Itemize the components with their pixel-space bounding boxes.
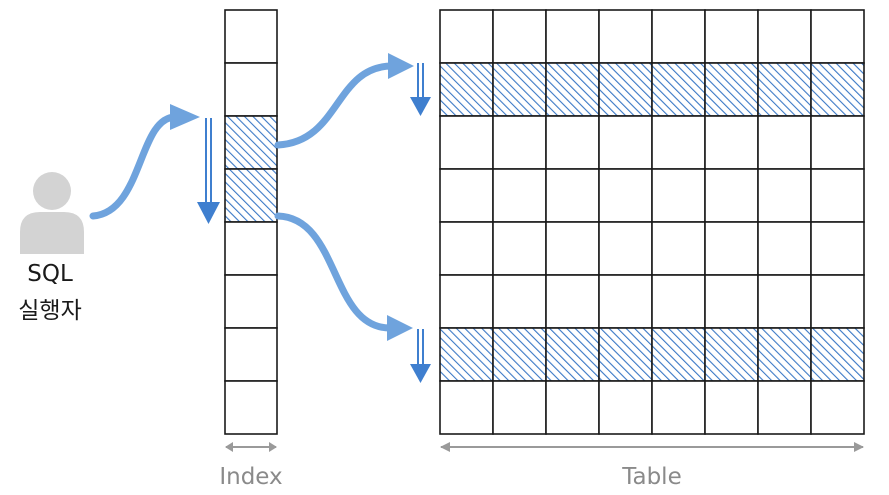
table-cell [439, 274, 494, 329]
table-cell [810, 221, 865, 276]
index-cell [224, 221, 278, 276]
index-cell [224, 380, 278, 435]
table-cell [439, 168, 494, 223]
person-icon [20, 172, 84, 254]
table-cell [545, 9, 600, 64]
index-to-table-arrow-top [274, 53, 414, 149]
table-cell [651, 115, 706, 170]
table-cell [492, 9, 547, 64]
table-cell [810, 274, 865, 329]
table-cell [598, 274, 653, 329]
table-cell-highlighted [545, 62, 600, 117]
index-cell-highlighted [224, 168, 278, 223]
table-cell [545, 274, 600, 329]
table-cell [598, 221, 653, 276]
table-cell [757, 168, 812, 223]
table-cell [492, 380, 547, 435]
table-cell [757, 274, 812, 329]
table-cell [439, 115, 494, 170]
table-cell-highlighted [598, 62, 653, 117]
table-cell-highlighted [598, 327, 653, 382]
table-cell [439, 380, 494, 435]
table-cell [757, 9, 812, 64]
index-scan-arrow [197, 118, 220, 224]
table-cell [492, 274, 547, 329]
table-cell [704, 9, 759, 64]
index-cell [224, 327, 278, 382]
table-cell-highlighted [651, 327, 706, 382]
index-cell-highlighted [224, 115, 278, 170]
table-cell [704, 168, 759, 223]
table-cell [598, 168, 653, 223]
table-cell [704, 274, 759, 329]
table-cell-highlighted [651, 62, 706, 117]
table-cell [598, 115, 653, 170]
table-cell-highlighted [492, 327, 547, 382]
table-cell [545, 221, 600, 276]
index-cell [224, 9, 278, 64]
table-cell-highlighted [757, 62, 812, 117]
table-cell [439, 9, 494, 64]
table-cell [651, 380, 706, 435]
table-cell-highlighted [757, 327, 812, 382]
table-cell [704, 221, 759, 276]
table-cell-highlighted [704, 327, 759, 382]
table-cell-highlighted [492, 62, 547, 117]
table-cell [651, 9, 706, 64]
index-to-table-arrow-bottom [274, 212, 413, 341]
table-cell [492, 168, 547, 223]
table-cell [545, 115, 600, 170]
table-cell-highlighted [439, 327, 494, 382]
table-cell [704, 115, 759, 170]
table-scan-arrow-bottom [410, 329, 431, 383]
table-cell-highlighted [810, 62, 865, 117]
table-cell-highlighted [439, 62, 494, 117]
table-cell [651, 221, 706, 276]
table-cell [810, 380, 865, 435]
table-cell [545, 380, 600, 435]
table-cell [439, 221, 494, 276]
table-cell [492, 115, 547, 170]
index-cell [224, 274, 278, 329]
table-cell-highlighted [704, 62, 759, 117]
table-cell [492, 221, 547, 276]
table-cell [810, 168, 865, 223]
index-width-indicator [225, 442, 277, 452]
table-cell [757, 115, 812, 170]
index-column [224, 9, 278, 435]
user-label-executor: 실행자 [18, 298, 81, 324]
table-cell-highlighted [810, 327, 865, 382]
index-cell [224, 62, 278, 117]
table-cell [598, 9, 653, 64]
table-cell [598, 380, 653, 435]
table-width-indicator [440, 442, 864, 452]
table-cell [757, 380, 812, 435]
table-cell [704, 380, 759, 435]
table-scan-arrow-top [410, 63, 431, 116]
index-label: Index [219, 464, 282, 490]
table-cell [810, 9, 865, 64]
table-cell [651, 274, 706, 329]
table-cell [810, 115, 865, 170]
user-label-sql: SQL [27, 261, 73, 287]
table-cell [651, 168, 706, 223]
table-grid [439, 9, 865, 435]
table-cell-highlighted [545, 327, 600, 382]
table-label: Table [621, 464, 681, 490]
table-cell [757, 221, 812, 276]
user-to-index-arrow [89, 104, 200, 220]
table-cell [545, 168, 600, 223]
